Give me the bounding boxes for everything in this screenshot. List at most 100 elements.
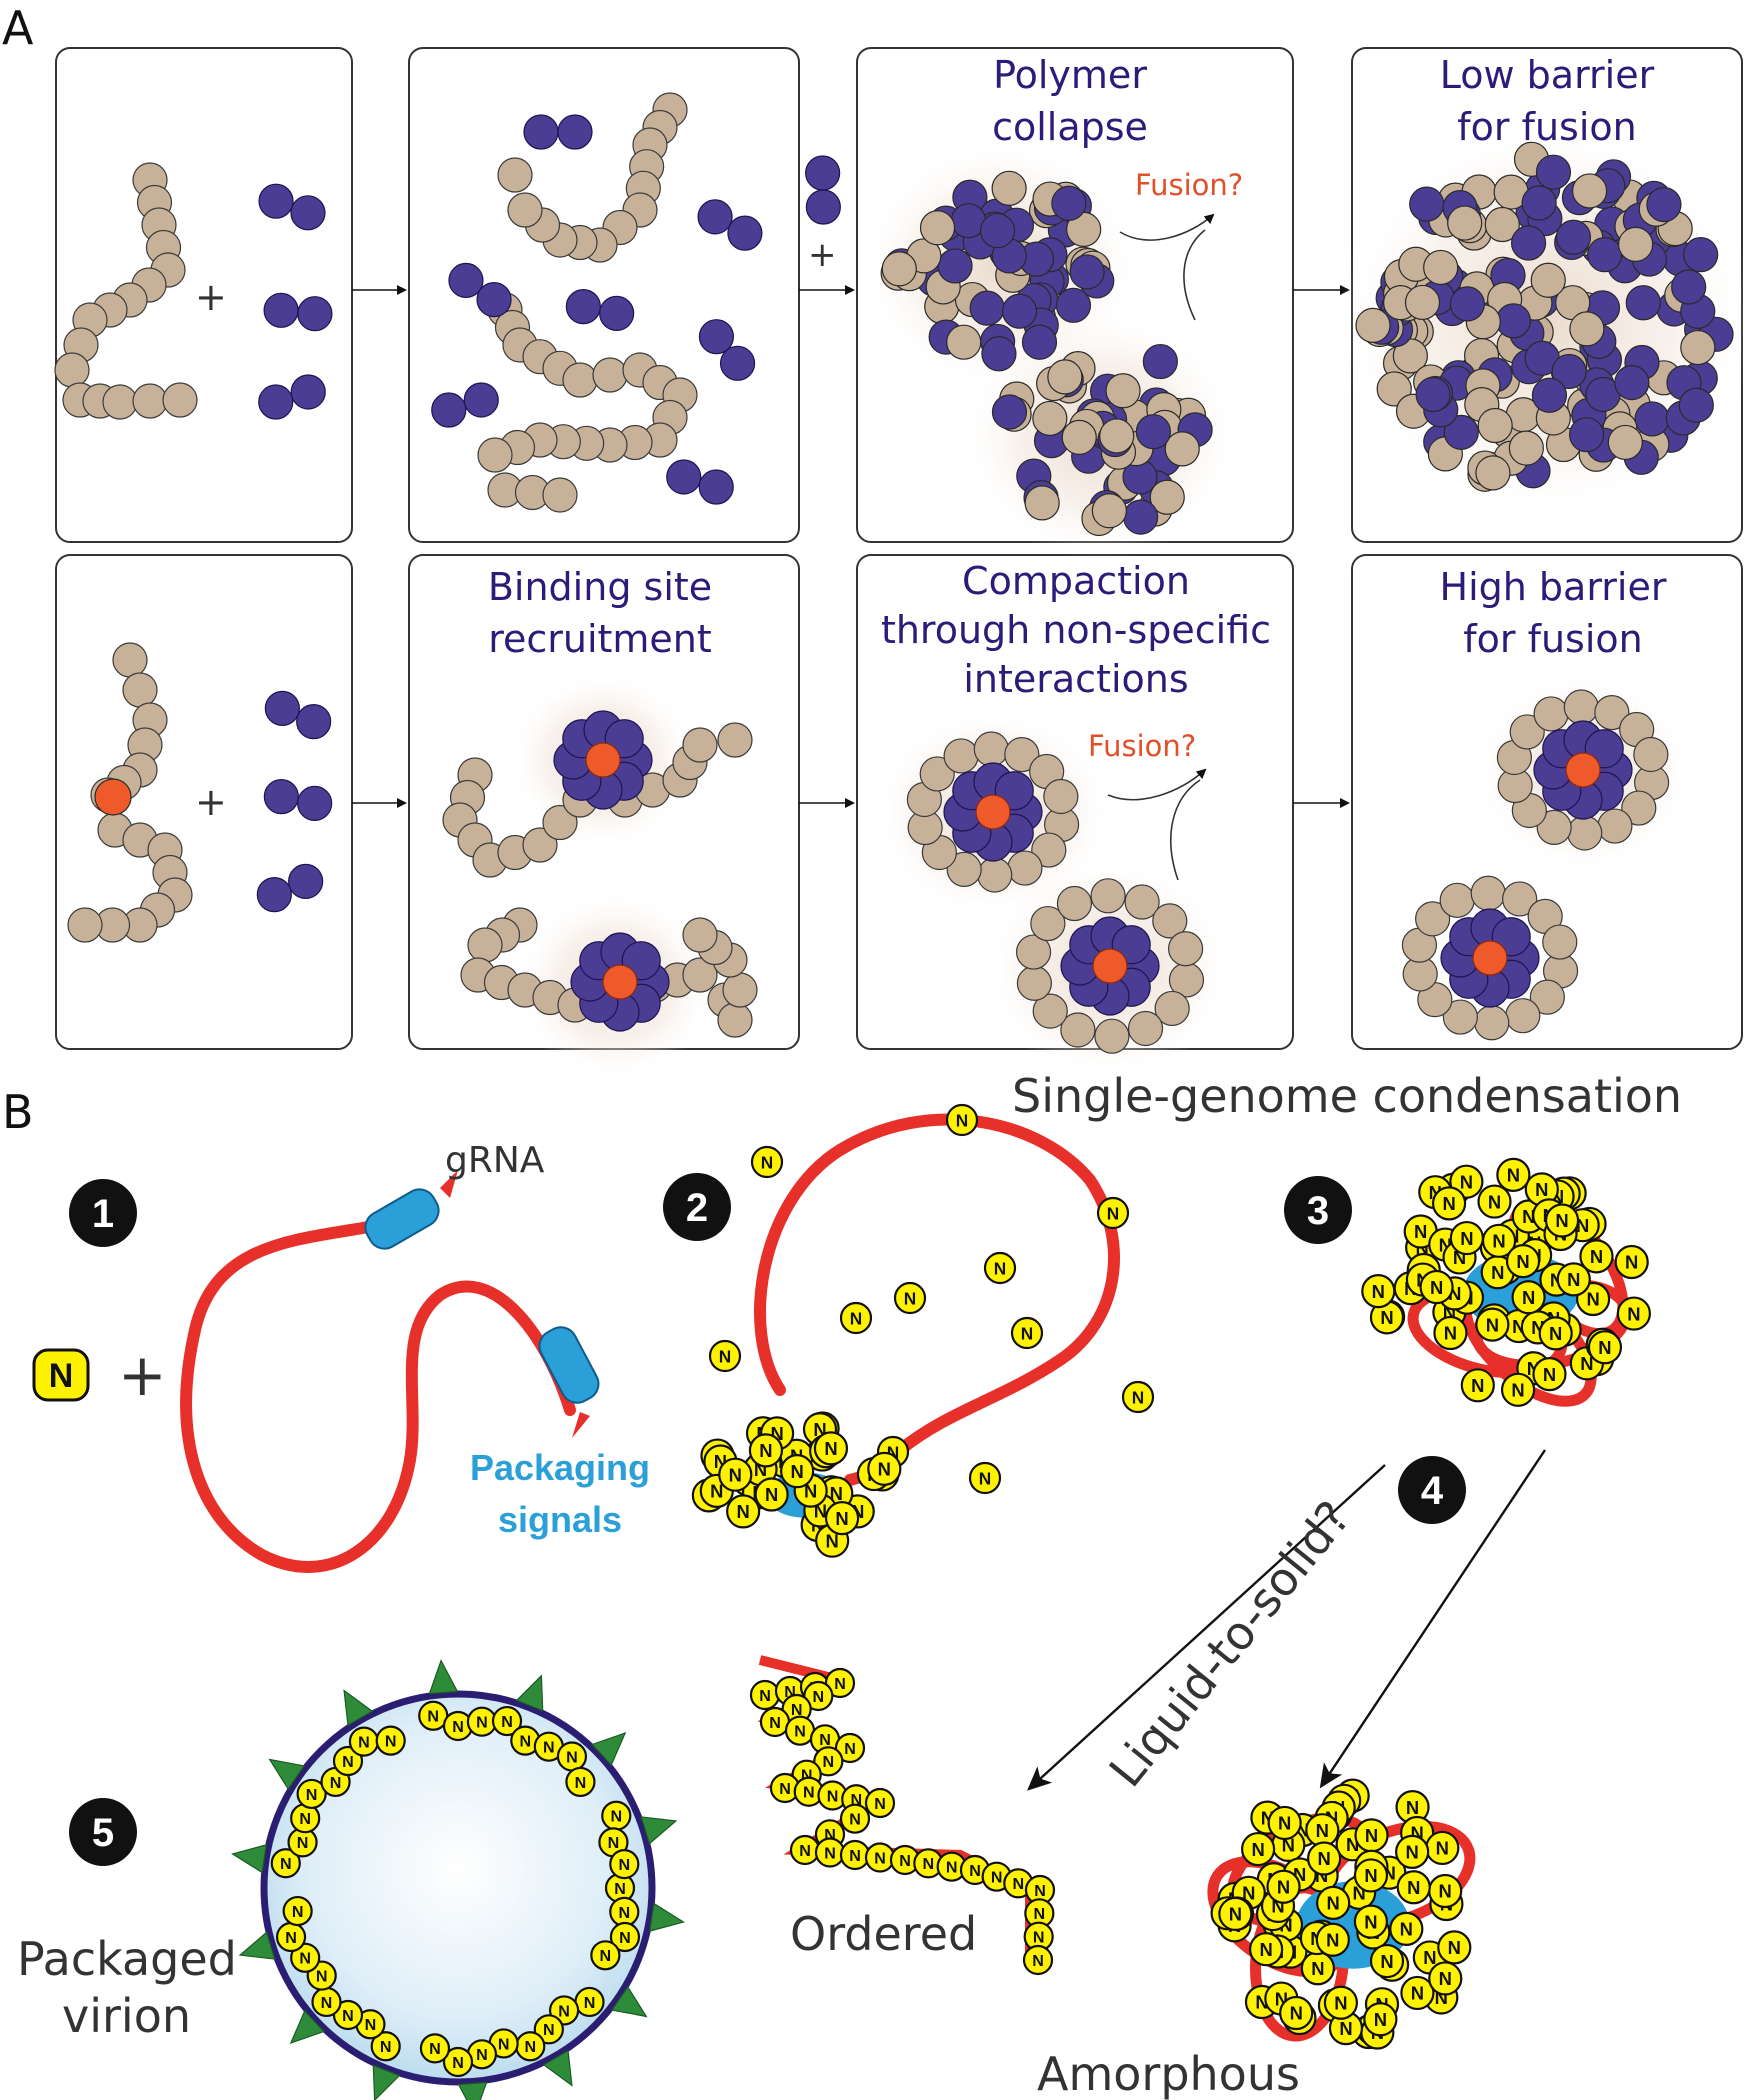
virion-label-line2: virion [62,1989,191,2043]
n-protein-letter: N [824,1438,837,1459]
n-protein-letter: N [1598,1337,1611,1358]
n-protein-letter: N [849,1847,861,1865]
polymer-chain-a2-1 [498,93,687,262]
n-cluster-step2: NNNNNNNNNNNNNNNNNNNNNNNNNNNNNNNNNN [693,1412,900,1556]
n-protein-letter: N [501,1713,513,1731]
n-protein: N [1250,1933,1282,1965]
n-protein-letter: N [1414,1221,1427,1242]
n-protein-letter: N [610,1808,622,1826]
protein-bead [1679,388,1713,422]
n-protein: N [791,1836,819,1864]
n-protein-letter: N [1439,1968,1452,1989]
n-protein-letter: N [1013,1875,1025,1893]
n-protein-letter: N [946,1859,958,1877]
n-protein-letter: N [1334,1992,1347,2013]
title-binding-line2: recruitment [488,617,712,661]
polymer-bead [1619,227,1653,261]
n-protein-letter: N [1555,1210,1568,1231]
n-protein-letter: N [769,1714,781,1732]
amorphous-label: Amorphous [1037,2047,1300,2100]
n-protein: N [756,1479,788,1511]
n-protein-letter: N [827,1787,839,1805]
n-protein: N [1396,1836,1428,1868]
protein-bead [1512,226,1546,260]
polymer-bead [1681,331,1715,365]
polymer-bead [992,171,1026,205]
n-protein-letter: N [1316,1820,1329,1841]
n-protein: N [1317,1887,1349,1919]
n-protein-letter: N [759,1440,772,1461]
polymer-bead [468,928,502,962]
title-binding-line1: Binding site [488,565,712,609]
protein-bead [1635,402,1669,436]
polymer-bead [974,732,1008,766]
protein-bead [449,263,483,297]
n-protein-letter: N [823,1753,835,1771]
n-protein: N [866,1844,894,1872]
n-protein-letter: N [874,1795,886,1813]
n-protein: N [1390,1913,1422,1945]
n-protein-letter: N [1486,1314,1499,1335]
n-protein-letter: N [299,1950,311,1968]
protein-bead [291,196,325,230]
polymer-bead [1534,697,1568,731]
n-protein: N [727,1495,759,1527]
n-protein-letter: N [1460,1228,1473,1249]
free-n-protein: N [985,1253,1015,1283]
n-protein-letter: N [979,1468,991,1488]
polymer-bead [947,325,981,359]
protein-dimer [566,290,633,331]
n-protein-letter: N [619,1929,631,1947]
free-n-protein: N [1012,1318,1042,1348]
protein-bead [257,878,291,912]
n-protein: N [1355,1859,1387,1891]
protein-bead [728,216,762,250]
protein-bead [259,385,293,419]
n-protein: N [868,1453,900,1485]
spike-protein [650,1903,684,1931]
n-protein: N [841,1805,869,1833]
n-protein-letter: N [299,1810,311,1828]
protein-bead [1052,186,1086,220]
n-protein-letter: N [1516,1251,1529,1272]
n-protein-letter: N [1436,1838,1449,1859]
compact-complex-a4b-2 [1402,876,1577,1040]
protein-bead [297,705,331,739]
n-protein-letter: N [923,1855,935,1873]
n-protein-letter: N [899,1852,911,1870]
fusion-label-bottom: Fusion? [1088,729,1196,763]
protein-dimer [449,263,511,316]
free-n-protein: N [710,1341,740,1371]
protein-bead [1536,155,1570,189]
protein-bead [970,291,1004,325]
n-protein-letter: N [1507,1165,1520,1186]
n-protein-letter: N [292,1903,304,1921]
n-protein-letter: N [1364,1865,1377,1886]
binding-site-bead [603,965,637,999]
n-protein-letter: N [321,1994,333,2012]
n-protein-letter: N [1400,1919,1413,1940]
free-n-protein: N [970,1463,1000,1493]
n-protein-letter: N [799,1842,811,1860]
n-protein: N [1355,1906,1387,1938]
spike-protein [429,1661,457,1694]
n-protein: N [1371,1945,1403,1977]
protein-bead [600,296,634,330]
protein-bead [1532,378,1566,412]
n-protein: N [602,1802,630,1830]
n-protein: N [1513,1281,1545,1313]
plus-sign-top: + [195,275,227,319]
n-protein: N [1426,1832,1458,1864]
n-protein: N [576,1988,604,2016]
polymer-chain-a1-top [55,163,197,419]
protein-bead [264,293,298,327]
n-protein: N [1502,1374,1534,1406]
polymer-bead [1598,809,1632,843]
step-marker-5: 5 [69,1798,137,1866]
n-protein-letter: N [1492,1231,1505,1252]
n-protein-letter: N [794,1723,806,1741]
panel-b-label: B [2,1085,34,1139]
n-protein-letter: N [1430,1277,1443,1298]
protein-bead [289,864,323,898]
